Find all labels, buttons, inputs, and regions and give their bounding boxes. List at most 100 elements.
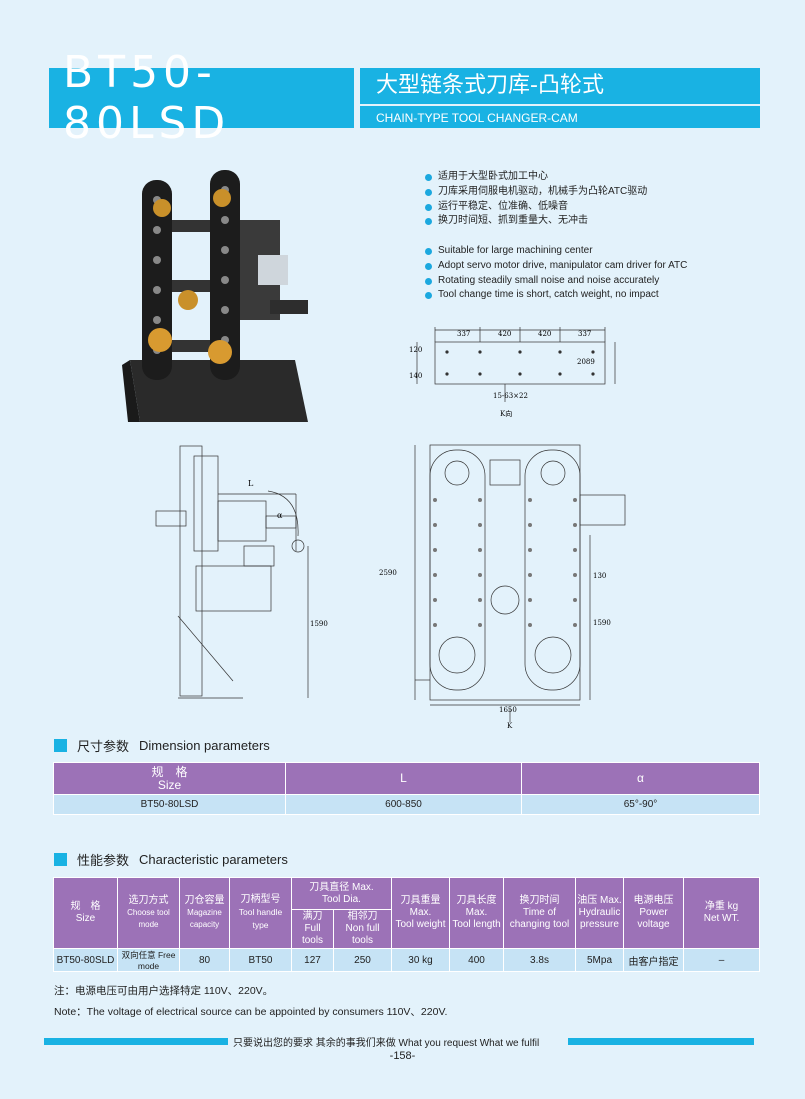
page-number: -158-	[389, 1050, 416, 1062]
feature-cn-item: 适用于大型卧式加工中心	[425, 170, 647, 185]
dimension-heading-cn: 尺寸参数	[77, 739, 130, 754]
char-cell-voltage: 由客户指定	[623, 948, 684, 972]
char-cell-net: –	[683, 948, 760, 972]
feature-en-item: Adopt servo motor drive, manipulator cam…	[425, 259, 687, 274]
char-header-nonfull-en: Non full tools	[345, 923, 380, 946]
front-view-drawing: 2590 130 1590 1650 K	[379, 444, 626, 730]
features-cn: 适用于大型卧式加工中心 刀库采用伺服电机驱动，机械手为凸轮ATC驱动 运行平稳定…	[425, 170, 647, 229]
char-cell-full: 127	[291, 948, 334, 972]
char-header-nonfull-cn: 相邻刀	[347, 911, 378, 922]
front-width-dim: 1650	[499, 706, 517, 714]
k-right-dim: 2089	[577, 358, 595, 366]
char-cell-length: 400	[449, 948, 504, 972]
product-photo	[122, 170, 308, 422]
k-dim-3: 420	[538, 330, 551, 338]
table-row: BT50-80LSD 600-850 65°-90°	[53, 794, 760, 815]
char-cell-handle: BT50	[229, 948, 292, 972]
char-header-net-en: Net WT.	[703, 913, 740, 924]
char-header-weight: 刀具重量 Max.Tool weight	[391, 877, 450, 949]
char-header-net-cn: 净重 kg	[704, 901, 739, 912]
dim-cell-size: BT50-80LSD	[53, 794, 286, 815]
note-cn: 注：电源电压可由用户选择特定 110V、220V。	[54, 985, 274, 997]
side-height-dim: 1590	[310, 620, 328, 628]
dimension-heading-en: Dimension parameters	[139, 738, 270, 753]
square-icon	[54, 739, 67, 752]
characteristic-heading: 性能参数 Characteristic parameters	[54, 850, 288, 869]
char-cell-hydraulic: 5Mpa	[575, 948, 624, 972]
title-cn: 大型链条式刀库-凸轮式	[360, 68, 760, 104]
char-header-capacity-en: Magazine capacity	[187, 908, 222, 929]
title-block: 大型链条式刀库-凸轮式 CHAIN-TYPE TOOL CHANGER-CAM	[360, 68, 760, 128]
k-view-label: K向	[500, 409, 512, 418]
feature-cn-item: 换刀时间短、抓到重量大、无冲击	[425, 214, 647, 229]
k-left-dim-2: 140	[409, 372, 422, 380]
side-alpha-label: α	[277, 511, 283, 520]
footer-slogan: 只要说出您的要求 其余的事我们来做 What you request What …	[233, 1038, 540, 1049]
char-header-time-en: Time of changing tool	[509, 907, 570, 930]
dim-header-size: 规 格 Size	[53, 762, 286, 795]
side-L-label: L	[248, 479, 254, 488]
k-view-drawing: 337 420 420 337 120 140 2089 15-63×22 K向	[409, 327, 616, 418]
char-header-full-cn: 满刀	[302, 911, 323, 922]
front-k-label: K	[507, 722, 513, 730]
k-left-dim-1: 120	[409, 346, 422, 354]
front-h2-dim: 1590	[593, 619, 611, 627]
char-header-dia-en: Tool Dia.	[322, 893, 361, 905]
char-cell-mode: 双向任意 Free mode	[117, 948, 180, 972]
char-header-size-cn: 规 格	[70, 901, 101, 912]
footer-bar-left	[44, 1038, 228, 1045]
model-title: BT50-80LSD	[49, 47, 354, 149]
k-hole-dim: 15-63×22	[493, 392, 528, 400]
feature-cn-item: 刀库采用伺服电机驱动，机械手为凸轮ATC驱动	[425, 185, 647, 200]
char-header-full-en: Full tools	[301, 923, 324, 946]
char-header-capacity-cn: 刀仓容量	[184, 895, 225, 906]
char-header-hydraulic-en: Hydraulic pressure	[578, 907, 621, 930]
footer-bar-right	[568, 1038, 754, 1045]
char-header-time-cn: 换刀时间	[519, 895, 560, 906]
dimension-table: 规 格 Size L α BT50-80LSD 600-850 65°-90°	[53, 762, 760, 815]
char-header-voltage-cn: 电源电压	[633, 895, 674, 906]
char-header-length-en: Tool length	[452, 919, 501, 930]
char-cell-nonfull: 250	[333, 948, 392, 972]
char-cell-weight: 30 kg	[391, 948, 450, 972]
feature-en-item: Suitable for large machining center	[425, 244, 687, 259]
table-row: BT50-80SLD 双向任意 Free mode 80 BT50 127 25…	[53, 948, 760, 972]
char-header-weight-en: Tool weight	[395, 919, 446, 930]
title-en: CHAIN-TYPE TOOL CHANGER-CAM	[360, 104, 760, 128]
characteristic-heading-en: Characteristic parameters	[139, 852, 288, 867]
features-en: Suitable for large machining center Adop…	[425, 244, 687, 303]
char-cell-capacity: 80	[179, 948, 230, 972]
char-header-mode-en: Choose tool mode	[127, 908, 170, 929]
char-header-handle-en: Tool handle type	[238, 907, 283, 930]
k-dim-4: 337	[578, 330, 591, 338]
char-header-dia-cn: 刀具直径 Max.	[309, 881, 374, 893]
char-header-handle: 刀柄型号 Tool handle type	[229, 877, 292, 949]
char-header-weight-cn: 刀具重量 Max.	[400, 895, 441, 918]
char-header-mode: 选刀方式 Choose tool mode	[117, 877, 180, 949]
dim-header-size-en: Size	[157, 777, 182, 792]
char-header-dia: 刀具直径 Max.Tool Dia.	[291, 877, 392, 910]
char-header-hydraulic-cn: 油压 Max.	[577, 895, 622, 906]
feature-cn-item: 运行平稳定、位准确、低噪音	[425, 200, 647, 215]
char-cell-size: BT50-80SLD	[53, 948, 118, 972]
char-cell-time: 3.8s	[503, 948, 576, 972]
char-header-length: 刀具长度 Max.Tool length	[449, 877, 504, 949]
feature-en-item: Rotating steadily small noise and noise …	[425, 274, 687, 289]
char-header-capacity: 刀仓容量 Magazine capacity	[179, 877, 230, 949]
char-header-mode-cn: 选刀方式	[128, 895, 169, 906]
dim-header-size-cn: 规 格	[151, 764, 188, 779]
characteristic-heading-cn: 性能参数	[77, 853, 130, 868]
dimension-heading: 尺寸参数 Dimension parameters	[54, 736, 270, 755]
dim-cell-L: 600-850	[285, 794, 522, 815]
dim-cell-alpha: 65°-90°	[521, 794, 760, 815]
char-header-handle-cn: 刀柄型号	[240, 894, 281, 905]
note-en: Note：The voltage of electrical source ca…	[54, 1006, 448, 1018]
char-header-hydraulic: 油压 Max.Hydraulic pressure	[575, 877, 624, 949]
dim-header-L: L	[285, 762, 522, 795]
char-header-length-cn: 刀具长度 Max.	[456, 895, 497, 918]
